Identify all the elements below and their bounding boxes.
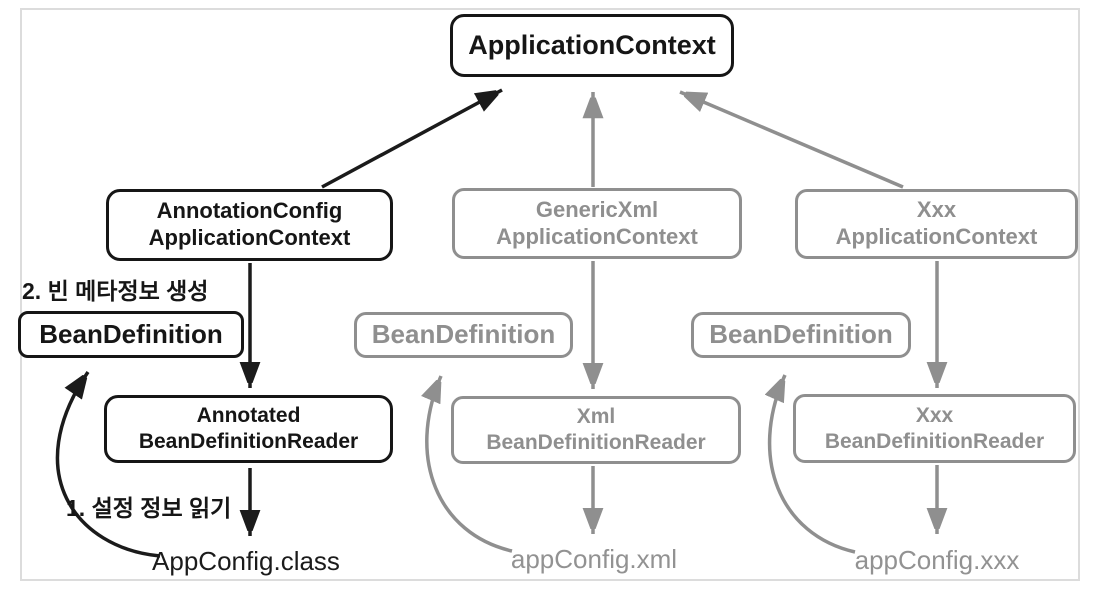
node-label-line1: Xxx	[915, 403, 954, 427]
node-label: ApplicationContext	[468, 30, 716, 61]
node-label-line2: ApplicationContext	[835, 224, 1038, 249]
node-label-line1: Xxx	[916, 197, 957, 223]
node-xml-bean-definition-reader: Xml BeanDefinitionReader	[451, 396, 741, 464]
node-generic-xml-application-context: GenericXml ApplicationContext	[452, 188, 742, 259]
node-label: BeanDefinition	[39, 318, 223, 349]
annotation-step1-read-config: 1. 설정 정보 읽기	[66, 495, 232, 521]
node-annotated-bean-definition-reader: Annotated BeanDefinitionReader	[104, 395, 393, 463]
node-label-line1: Annotated	[196, 404, 301, 428]
node-label-line1: AnnotationConfig	[156, 198, 343, 224]
file-label-appconfig-xml: appConfig.xml	[510, 544, 678, 574]
node-bean-definition-xml: BeanDefinition	[354, 312, 573, 358]
node-label: BeanDefinition	[709, 319, 893, 350]
file-label-appconfig-xxx: appConfig.xxx	[854, 545, 1020, 575]
node-label: BeanDefinition	[371, 319, 556, 350]
node-xxx-bean-definition-reader: Xxx BeanDefinitionReader	[793, 394, 1076, 463]
node-xxx-application-context: Xxx ApplicationContext	[795, 189, 1078, 259]
node-application-context: ApplicationContext	[450, 14, 734, 77]
node-label-line2: BeanDefinitionReader	[486, 431, 706, 454]
node-label-line2: BeanDefinitionReader	[824, 429, 1045, 453]
node-label-line1: Xml	[576, 405, 616, 429]
node-label-line2: ApplicationContext	[496, 223, 698, 249]
node-label-line2: ApplicationContext	[148, 225, 351, 250]
node-bean-definition-xxx: BeanDefinition	[691, 312, 911, 358]
node-label-line2: BeanDefinitionReader	[138, 430, 359, 453]
node-bean-definition-annotation: BeanDefinition	[18, 311, 244, 358]
annotation-step2-create-bean-metadata: 2. 빈 메타정보 생성	[22, 278, 209, 304]
node-annotation-config-application-context: AnnotationConfig ApplicationContext	[106, 189, 393, 261]
node-label-line1: GenericXml	[535, 196, 659, 222]
file-label-appconfig-class: AppConfig.class	[152, 546, 340, 576]
